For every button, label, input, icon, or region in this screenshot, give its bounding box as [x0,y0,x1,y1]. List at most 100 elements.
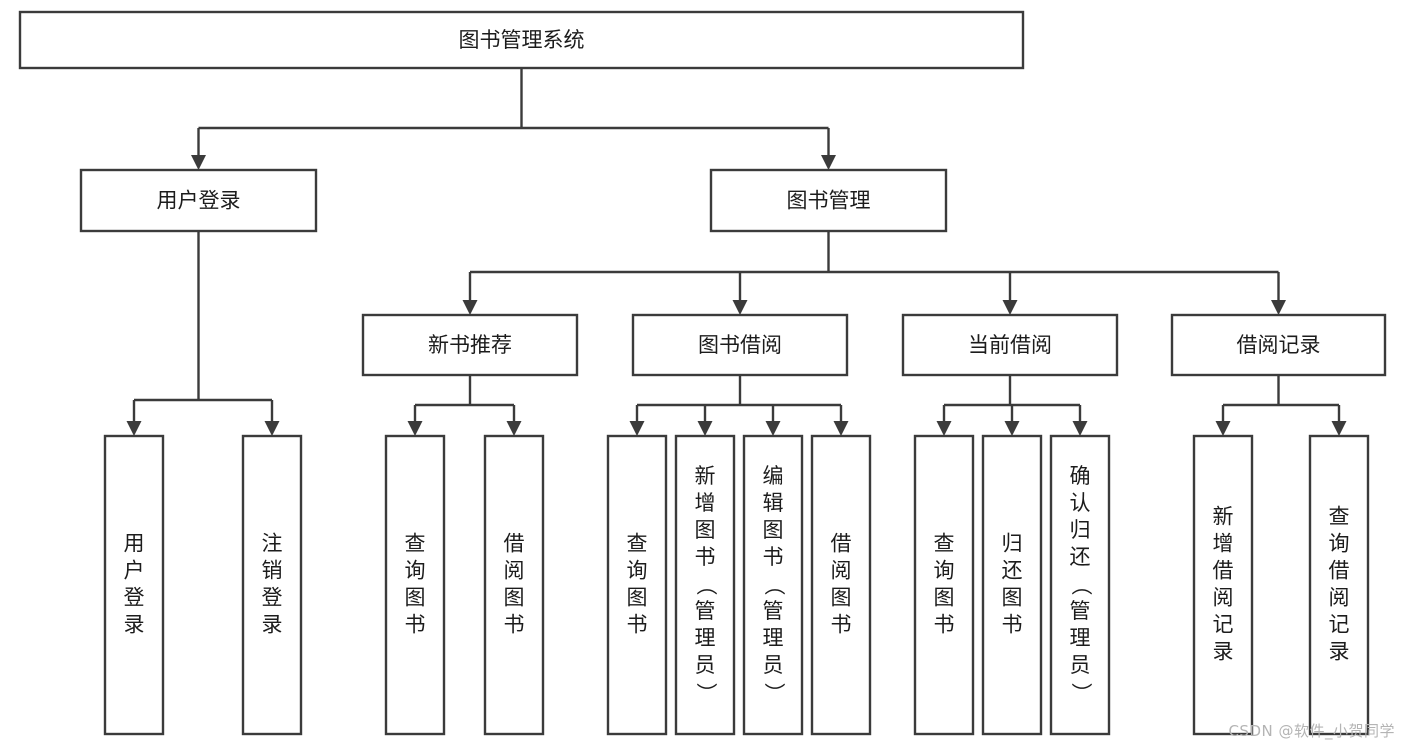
svg-text:书: 书 [934,613,955,637]
svg-text:理: 理 [695,626,716,650]
svg-text:用: 用 [124,532,145,556]
svg-text:询: 询 [627,559,648,583]
svg-text:询: 询 [934,559,955,583]
node-root[interactable]: 图书管理系统 [18,10,1025,70]
svg-text:管: 管 [695,599,716,623]
svg-text:还: 还 [1070,545,1091,569]
node-l2-user-login[interactable]: 用户登录 [79,168,318,233]
arrow-head-icon [765,421,781,436]
node-box [18,10,1025,70]
svg-text:书: 书 [504,613,525,637]
svg-text:图: 图 [504,586,525,610]
svg-text:新: 新 [1213,505,1234,529]
arrow-head-icon [1215,421,1231,436]
svg-text:注: 注 [262,532,283,556]
node-box [631,313,849,377]
arrow-head-icon [821,155,836,170]
arrow-head-icon [407,421,423,436]
svg-text:（: （ [1069,575,1093,596]
svg-text:还: 还 [1002,559,1023,583]
svg-text:员: 员 [1070,653,1091,677]
svg-text:查: 查 [1329,505,1350,529]
svg-text:员: 员 [695,653,716,677]
svg-text:理: 理 [1070,626,1091,650]
node-box [1049,434,1111,736]
node-label: 借阅记录 [1237,333,1321,357]
svg-text:记: 记 [1329,613,1350,637]
node-label: 用户登录 [157,189,241,213]
svg-text:）: ） [694,683,718,704]
svg-text:书: 书 [831,613,852,637]
svg-text:记: 记 [1213,613,1234,637]
svg-text:图: 图 [405,586,426,610]
arrow-head-icon [506,421,522,436]
svg-text:借: 借 [504,532,525,556]
connector-layer [126,68,1347,436]
node-box [1308,434,1370,736]
svg-text:录: 录 [124,613,145,637]
node-box [810,434,872,736]
arrow-head-icon [697,421,713,436]
arrow-head-icon [1002,300,1018,315]
svg-text:销: 销 [262,559,283,583]
node-l3-book-borrow[interactable]: 图书借阅 [631,313,849,377]
svg-text:录: 录 [262,613,283,637]
arrow-head-icon [1004,421,1020,436]
node-box [79,168,318,233]
arrow-head-icon [191,155,206,170]
node-l3-current-borrow[interactable]: 当前借阅 [901,313,1119,377]
arrow-head-icon [833,421,849,436]
svg-text:归: 归 [1002,532,1023,556]
svg-text:阅: 阅 [1213,586,1234,610]
node-layer: 图书管理系统用户登录图书管理新书推荐图书借阅当前借阅借阅记录用户登录注销登录查询… [18,10,1387,736]
arrow-head-icon [126,421,142,436]
node-l3-new-book-rec[interactable]: 新书推荐 [361,313,579,377]
node-leaf-user-login[interactable]: 用户登录 [103,434,165,736]
svg-text:图: 图 [934,586,955,610]
svg-text:书: 书 [763,545,784,569]
svg-text:阅: 阅 [504,559,525,583]
node-box [981,434,1043,736]
svg-text:查: 查 [405,532,426,556]
node-label: 图书管理 [787,189,871,213]
svg-text:查: 查 [627,532,648,556]
svg-text:书: 书 [405,613,426,637]
arrow-head-icon [1271,300,1286,315]
node-box [913,434,975,736]
svg-text:）: ） [1069,683,1093,704]
node-label: 用户登录 [124,532,145,637]
svg-text:阅: 阅 [831,559,852,583]
svg-text:查: 查 [934,532,955,556]
node-box [674,434,736,736]
svg-text:理: 理 [763,626,784,650]
node-l3-borrow-record[interactable]: 借阅记录 [1170,313,1387,377]
node-box [361,313,579,377]
svg-text:阅: 阅 [1329,586,1350,610]
svg-text:辑: 辑 [763,491,784,515]
svg-text:录: 录 [1213,640,1234,664]
svg-text:登: 登 [124,586,145,610]
svg-text:确: 确 [1070,464,1091,488]
node-l2-book-mgmt[interactable]: 图书管理 [709,168,948,233]
